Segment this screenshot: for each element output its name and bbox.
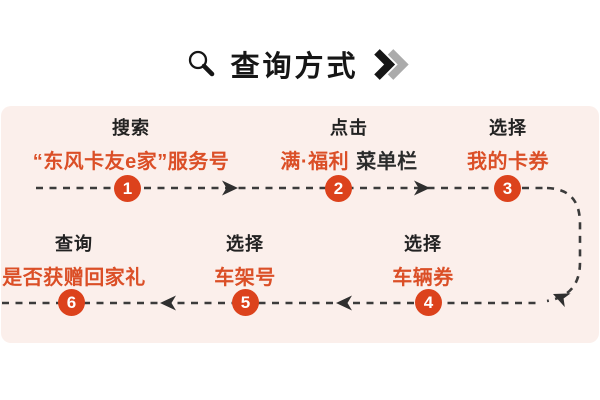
step-4-select-vehicle-coupon: 选择 车辆券 bbox=[392, 230, 454, 290]
step-value-accent: 车架号 bbox=[214, 267, 276, 289]
step-2-click-menu: 点击 满·福利菜单栏 bbox=[280, 114, 417, 174]
arrow-right-icon bbox=[222, 180, 238, 196]
step-number-badge: 4 bbox=[415, 289, 442, 316]
step-number-badge: 5 bbox=[232, 289, 259, 316]
step-value-accent: 满·福利 bbox=[280, 151, 350, 173]
step-value-accent: 我的卡券 bbox=[467, 151, 549, 173]
step-3-select-my-coupons: 选择 我的卡券 bbox=[467, 114, 549, 174]
step-label: 查询 bbox=[55, 234, 93, 254]
page-title: 查询方式 bbox=[230, 51, 359, 83]
step-value-plain: 菜单栏 bbox=[356, 151, 418, 173]
step-number-badge: 6 bbox=[58, 289, 85, 316]
step-value-accent: 车辆券 bbox=[392, 267, 454, 289]
arrow-curve-end-icon bbox=[553, 293, 571, 308]
step-number-badge: 2 bbox=[325, 175, 352, 202]
step-6-check-gift: 查询 是否获赠回家礼 bbox=[2, 230, 146, 290]
step-label: 搜索 bbox=[112, 118, 150, 138]
arrow-right-icon bbox=[414, 180, 430, 196]
step-value-accent: 是否获赠回家礼 bbox=[2, 267, 146, 289]
arrow-left-icon bbox=[336, 295, 352, 311]
step-label: 点击 bbox=[329, 118, 368, 138]
dashed-curve-right bbox=[546, 186, 582, 303]
header: 查询方式 bbox=[0, 42, 600, 86]
step-label: 选择 bbox=[404, 234, 442, 254]
double-chevron-icon bbox=[373, 48, 409, 80]
step-number-badge: 1 bbox=[114, 175, 141, 202]
step-label: 选择 bbox=[489, 118, 527, 138]
magnifier-icon bbox=[189, 50, 215, 77]
step-1-search-account: 搜索 “东风卡友e家”服务号 bbox=[33, 114, 230, 174]
arrow-left-icon bbox=[160, 295, 176, 311]
step-label: 选择 bbox=[226, 234, 264, 254]
step-number-badge: 3 bbox=[494, 175, 521, 202]
step-5-select-vin: 选择 车架号 bbox=[214, 230, 276, 290]
step-value-accent: “东风卡友e家”服务号 bbox=[32, 151, 230, 173]
